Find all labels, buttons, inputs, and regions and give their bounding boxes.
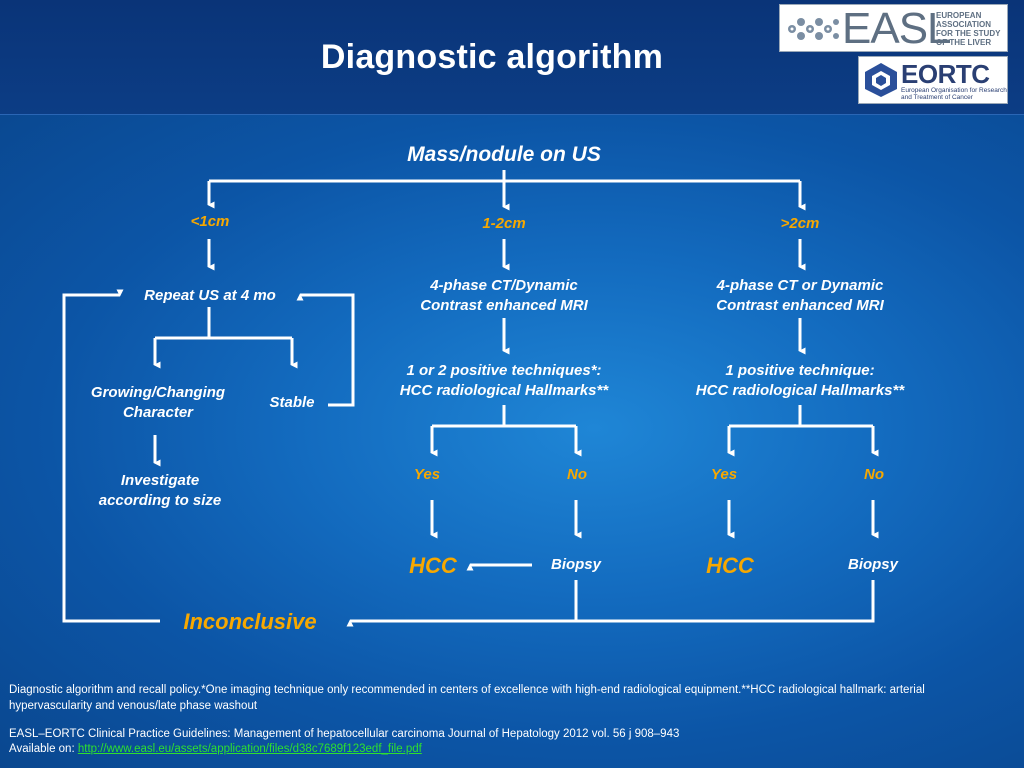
cube-icon [865,63,897,97]
inconclusive-loop-back [62,289,160,623]
investigate-line2: according to size [98,492,222,509]
inconclusive-node: Inconclusive [183,609,317,634]
growing-line2: Character [122,404,194,421]
figure-caption: Diagnostic algorithm and recall policy.*… [9,684,925,712]
eortc-logo: EORTC European Organisation for Research… [858,56,1008,104]
stable-node: Stable [269,394,315,411]
size-large-label: >2cm [780,215,820,232]
easl-logo: EASL EUROPEAN ASSOCIATION FOR THE STUDY … [779,4,1008,52]
investigate-line1: Investigate [120,472,200,489]
citation-availability: Available on: http://www.easl.eu/assets/… [9,742,1009,757]
slide-header: Diagnostic algorithm EASL EUROPEAN ASSOC… [0,0,1024,115]
root-node: Mass/nodule on US [407,143,601,166]
citation: EASL–EORTC Clinical Practice Guidelines:… [9,727,1009,757]
eortc-wordmark: EORTC [901,59,990,89]
large-criteria-node: 1 positive technique: HCC radiological H… [670,361,930,401]
growing-node: Growing/Changing Character [68,383,248,423]
large-imaging-line1: 4-phase CT or Dynamic [716,277,884,294]
biopsy-to-inconclusive-line [346,580,875,627]
mid-imaging-line2: Contrast enhanced MRI [420,297,588,314]
large-imaging-line2: Contrast enhanced MRI [716,297,884,314]
available-label: Available on: [9,743,75,755]
easl-wordmark: EASL [842,4,952,53]
mid-imaging-node: 4-phase CT/Dynamic Contrast enhanced MRI [384,276,624,316]
investigate-node: Investigate according to size [70,471,250,511]
citation-text: EASL–EORTC Clinical Practice Guidelines:… [9,728,680,740]
large-criteria-line1: 1 positive technique: [725,362,875,379]
size-small-label: <1cm [190,213,230,230]
growing-line1: Growing/Changing [90,384,226,401]
stable-loop-back [296,293,355,407]
large-biopsy-node: Biopsy [847,556,898,573]
large-imaging-node: 4-phase CT or Dynamic Contrast enhanced … [680,276,920,316]
mid-criteria-line2: HCC radiological Hallmarks** [399,382,609,399]
page-title: Diagnostic algorithm [320,38,664,76]
mid-imaging-line1: 4-phase CT/Dynamic [430,277,578,294]
mid-no-label: No [567,466,587,483]
large-no-label: No [864,466,884,483]
large-criteria-line2: HCC radiological Hallmarks** [695,382,905,399]
mid-criteria-line1: 1 or 2 positive techniques*: [406,362,602,379]
flowchart-connectors [62,170,879,627]
mid-criteria-node: 1 or 2 positive techniques*: HCC radiolo… [374,361,634,401]
guideline-pdf-link[interactable]: http://www.easl.eu/assets/application/fi… [77,743,422,755]
mid-biopsy-node: Biopsy [550,556,601,573]
slide-body: Mass/nodule on US <1cm 1-2cm >2cm Repeat… [0,115,1024,768]
mid-hcc-node: HCC [409,553,457,578]
mid-yes-label: Yes [413,466,441,483]
eortc-subtitle: European Organisation for Research and T… [901,87,1007,101]
molecule-icon [788,18,839,40]
large-yes-label: Yes [710,466,738,483]
easl-subtitle: EUROPEAN ASSOCIATION FOR THE STUDY OF TH… [936,11,1001,47]
size-mid-label: 1-2cm [482,215,526,232]
repeat-us-node: Repeat US at 4 mo [144,287,276,304]
large-hcc-node: HCC [706,553,754,578]
